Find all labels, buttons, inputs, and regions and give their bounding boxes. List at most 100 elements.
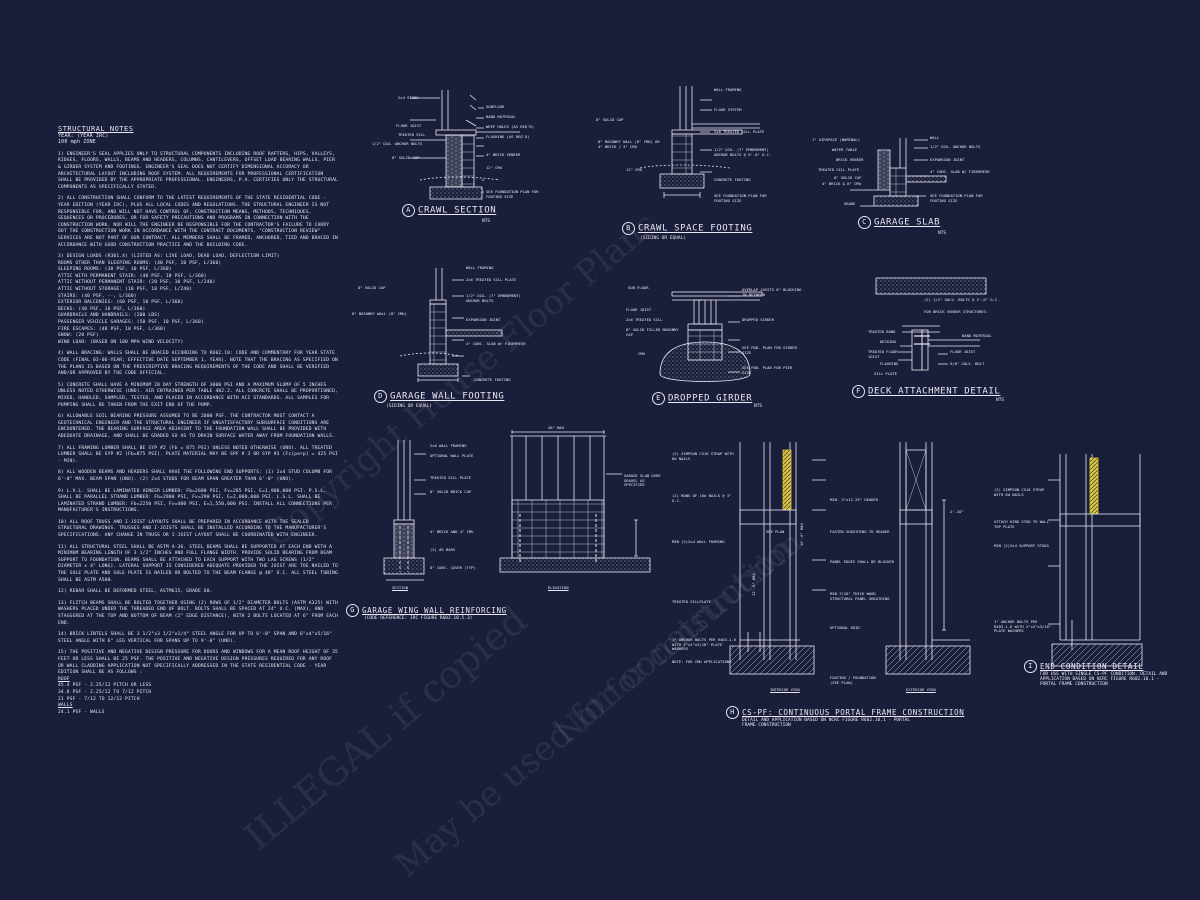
label: 2x6 TREATED SILL	[626, 317, 663, 322]
label: DECKING	[880, 339, 897, 344]
pressure-item: 24.1 PSF - WALLS	[58, 709, 105, 715]
label: CONCRETE FOOTING	[714, 177, 751, 182]
detail-marker: G	[346, 604, 359, 617]
load-item: PASSENGER VEHICLE GARAGES: (50 PSF, 10 P…	[58, 320, 204, 326]
note-11: 11) ALL STRUCTURAL STEEL SHALL BE ASTM A…	[58, 544, 338, 583]
label: PANEL EDGES SHALL BE BLOCKED	[830, 559, 895, 564]
label: 4" BRICK AND 4" CMU	[430, 529, 474, 534]
detail-marker: D	[374, 390, 387, 403]
label: (2) SIMPSON CS16 STRAP WITH 8d NAILS	[672, 451, 734, 461]
label: 2x6 TREATED SILL PLATE	[466, 277, 517, 282]
load-item: SLEEPING ROOMS: (30 PSF, 10 PSF, L/360)	[58, 267, 172, 273]
label: 4" CONC. SLAB W/ FIBERMESH	[466, 341, 526, 346]
load-item: ATTIC WITH PERMANENT STAIR: (40 PSF, 10 …	[58, 273, 207, 279]
note-7: 7) ALL FRAMING LUMBER SHALL BE SYP #2 (F…	[58, 445, 338, 464]
detail-f-drawing	[875, 277, 987, 371]
notes-zone: 100 mph ZONE	[58, 139, 96, 146]
detail-marker: B	[622, 222, 635, 235]
detail-title: DROPPED GIRDER	[668, 393, 753, 404]
label: 8" SOLID FILLED MASONRY CAP	[626, 327, 679, 337]
label: (2) #5 BARS	[430, 547, 456, 552]
label: SEE PLAN	[766, 529, 785, 534]
note-5: 5) CONCRETE SHALL HAVE A MINIMUM 28 DAY …	[58, 382, 338, 408]
label: 1/2" DIA. (7" EMBEDMENT) ANCHOR BOLTS @ …	[714, 147, 772, 157]
label: NOTE: FOR CMU APPLICATIONS	[672, 659, 732, 664]
note-10: 10) ALL ROOF TRUSS AND I-JOIST LAYOUTS S…	[58, 519, 327, 539]
label: MIN 7/16" THICK WOOD STRUCTURAL PANEL SH…	[830, 591, 890, 601]
label: FLASHING	[880, 361, 899, 366]
label: SILL PLATE	[874, 371, 897, 376]
label: ELEVATION	[548, 585, 569, 590]
detail-marker: C	[858, 216, 871, 229]
label: 1/2" DIA. ANCHOR BOLTS	[930, 144, 981, 149]
detail-title: DECK ATTACHMENT DETAIL	[868, 386, 1001, 397]
detail-h-drawing	[729, 442, 971, 675]
label: CMU	[638, 351, 645, 356]
label: 2x6 TREATED SILL PLATE	[714, 129, 765, 134]
label: FLOOR SYSTEM	[714, 107, 742, 112]
label: FLOOR JOIST	[626, 307, 652, 312]
label: OPTIONAL WALL PLATE	[430, 453, 474, 458]
label: WALL	[930, 135, 940, 140]
detail-title: CRAWL SECTION	[418, 205, 497, 216]
detail-title: CRAWL SPACE FOOTING	[638, 223, 753, 234]
label: TREATED BAND	[868, 329, 896, 334]
label: WALL FRAMING	[714, 87, 742, 92]
label: 8" MASONRY WALL (8" CMU)	[352, 311, 407, 316]
label: INTERIOR VIEW	[770, 687, 800, 692]
notes-title: STRUCTURAL NOTES	[58, 125, 134, 133]
label: SEE FOUNDATION PLAN FOR FOOTING SIZE	[930, 193, 983, 203]
detail-marker: A	[402, 204, 415, 217]
detail-c-sub: NTS	[938, 231, 947, 236]
label: SEE FOUNDATION PLAN FOR FOOTING SIZE	[486, 189, 539, 199]
detail-e-drawing	[659, 291, 763, 382]
detail-title: GARAGE WING WALL REINFORCING	[362, 606, 507, 615]
label: FASTEN SHEATHING TO HEADER	[830, 529, 890, 534]
pressure-item: WALLS	[58, 703, 73, 709]
label: 12" CMU	[626, 167, 643, 172]
label: MIN. 3"x11.25" HEADER	[830, 497, 879, 502]
label: 48" MAX	[548, 425, 565, 430]
label: ATTACH KING STUD TO WALL TOP PLATE	[994, 519, 1049, 529]
detail-a-drawing	[410, 90, 520, 200]
label: TREATED SILL	[398, 132, 426, 137]
note-9: 9) L.V.L. SHALL BE LAMINATED VENEER LUMB…	[58, 488, 333, 514]
detail-f-sub: NTS	[996, 398, 1005, 403]
label: (2) 1/2" GALV. BOLTS @ 2'-0" O.C.	[924, 297, 1000, 302]
label: SEE FND. PLAN FOR GIRDER SIZE	[742, 345, 797, 355]
detail-d-sub: (SIDING OR EQUAL)	[386, 404, 433, 409]
label: MIN (2)2x4 SUPPORT STUDS	[994, 543, 1049, 548]
label: FOOTING / FOUNDATION (SEE PLAN)	[830, 675, 876, 685]
label: EXPANSION JOINT	[466, 317, 501, 322]
detail-i-sub: FOR USE WITH SINGLE CS-PF CONDITION. DET…	[1040, 672, 1168, 687]
load-item: GUARDRAILS AND HANDRAILS: (200 LBS)	[58, 313, 161, 319]
label: BRICK VENEER	[836, 157, 864, 162]
note-12: 12) REBAR SHALL BE DEFORMED STEEL, ASTM6…	[58, 589, 213, 595]
label: WALL FRAMING	[466, 265, 494, 270]
detail-g-sub: (CODE REFERENCE: IRC FIGURE R602.10.5.3)	[364, 616, 473, 621]
label: CONCRETE FOOTING	[474, 377, 511, 382]
design-loads-list: ROOMS OTHER THAN SLEEPING ROOMS: (40 PSF…	[58, 261, 338, 347]
label: FOR BRICK VENEER STRUCTURES:	[924, 309, 989, 314]
load-item: ATTIC WITHOUT STORAGE: (10 PSF, 10 PSF, …	[58, 287, 193, 293]
load-item: DECKS: (40 PSF, 10 PSF, L/360)	[58, 306, 146, 312]
detail-title: END CONDITION DETAIL	[1040, 662, 1144, 671]
label: FLOOR JOIST	[396, 123, 422, 128]
label: 8" SOLID CAP	[392, 155, 420, 160]
label: MIN (2)2x4 WALL FRAMING	[672, 539, 725, 544]
label: 4" BRICK & 8" CMU	[822, 181, 861, 186]
label: 5/8" GALV. BOLT	[950, 361, 985, 366]
detail-a-sub: NTS	[482, 219, 491, 224]
label: 8" SOLID CAP	[358, 285, 386, 290]
label: 1/2" DIA. (7" EMBEDMENT) ANCHOR BOLTS	[466, 293, 521, 303]
detail-marker: H	[726, 706, 739, 719]
load-item: ROOMS OTHER THAN SLEEPING ROOMS: (40 PSF…	[58, 260, 222, 266]
label: EXTERIOR VIEW	[906, 687, 936, 692]
label: 2x6 WALL FRAMING	[430, 443, 467, 448]
